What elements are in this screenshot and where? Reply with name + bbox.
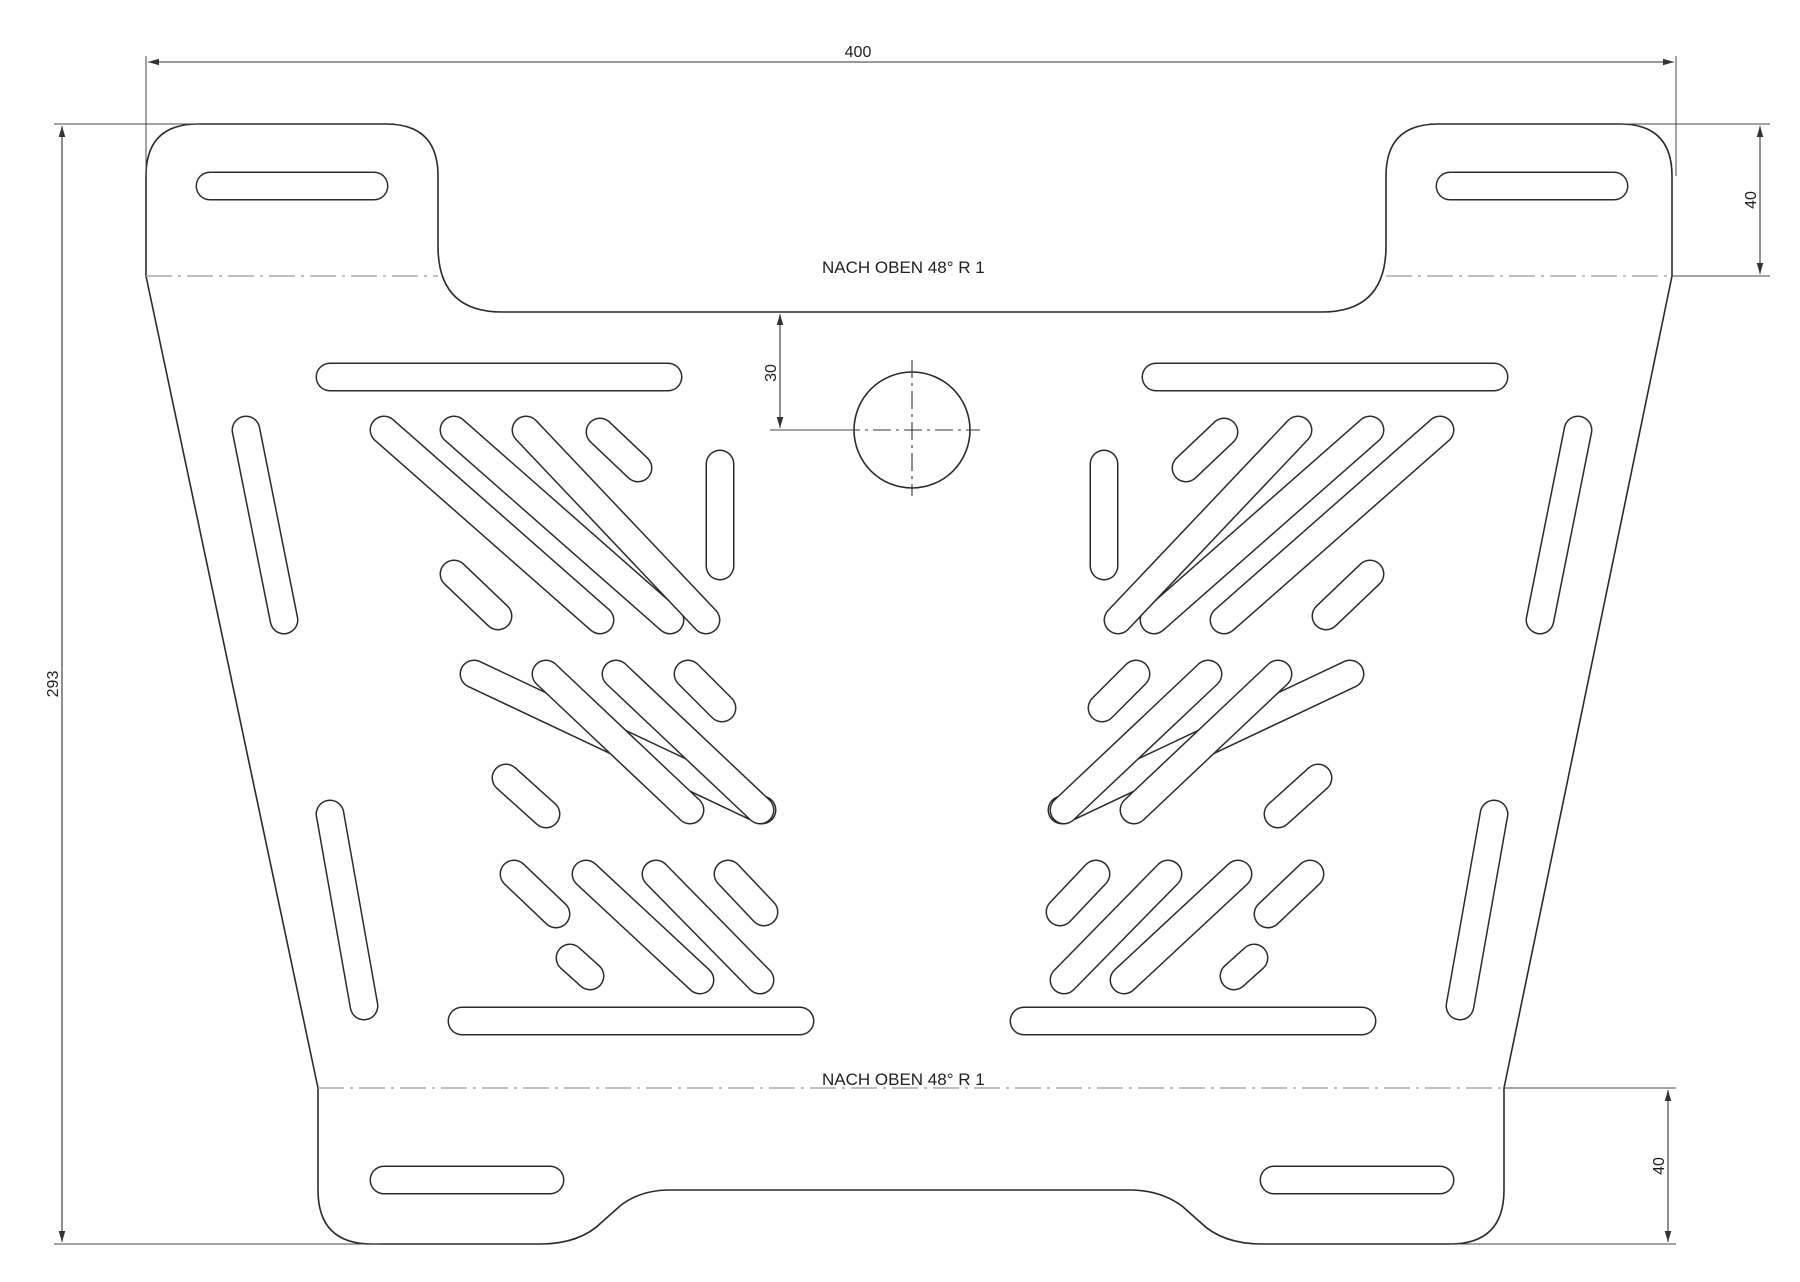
slot-left-5 <box>233 417 297 633</box>
slot-left-6 <box>317 801 377 1019</box>
diagonal-slot-left-2 <box>441 417 683 633</box>
diagonal-slot-left-5 <box>441 561 511 629</box>
height-dimension-label: 293 <box>45 671 62 698</box>
top-tab-dimension-label: 40 <box>1743 191 1760 209</box>
diagonal-slot-right-9 <box>1089 661 1149 721</box>
diagonal-slot-left-3 <box>513 417 719 633</box>
top-bend-note: NACH OBEN 48° R 1 <box>822 258 985 277</box>
diagonal-slot-left-12 <box>573 861 713 993</box>
hole-offset-dimension-label: 30 <box>763 364 780 382</box>
diagonal-slot-left-15 <box>557 945 603 989</box>
bottom-tab-dimension-label: 40 <box>1651 1157 1668 1175</box>
diagonal-slot-left-14 <box>715 861 777 925</box>
diagonal-slot-right-7 <box>1121 661 1291 823</box>
diagonal-slot-right-15 <box>1221 945 1267 989</box>
slot-right-6 <box>1447 801 1507 1019</box>
diagonal-slot-right-8 <box>1051 661 1221 823</box>
diagonal-slot-right-2 <box>1141 417 1383 633</box>
diagonal-slot-left-9 <box>675 661 735 721</box>
diagonal-slot-left-8 <box>603 661 773 823</box>
diagonal-slot-right-4 <box>1173 419 1237 481</box>
diagonal-slot-right-14 <box>1047 861 1109 925</box>
diagonal-slot-left-11 <box>501 861 569 927</box>
diagonal-slot-right-12 <box>1111 861 1251 993</box>
slot-pattern <box>195 171 1629 1195</box>
width-dimension-label: 400 <box>845 44 872 61</box>
plate-outline <box>145 123 1673 1245</box>
diagonal-slot-left-10 <box>493 765 559 827</box>
diagonal-slot-left-1 <box>371 417 613 633</box>
bottom-bend-note: NACH OBEN 48° R 1 <box>822 1070 985 1089</box>
diagonal-slot-right-10 <box>1265 765 1331 827</box>
diagonal-slot-right-5 <box>1313 561 1383 629</box>
diagonal-slot-left-4 <box>587 419 651 481</box>
slot-right-5 <box>1527 417 1591 633</box>
diagonal-slot-right-11 <box>1255 861 1323 927</box>
diagonal-slot-left-7 <box>533 661 703 823</box>
diagonal-slot-right-1 <box>1211 417 1453 633</box>
diagonal-slot-left-13 <box>643 861 773 993</box>
diagonal-slot-right-13 <box>1051 861 1181 993</box>
diagonal-slot-right-3 <box>1105 417 1311 633</box>
